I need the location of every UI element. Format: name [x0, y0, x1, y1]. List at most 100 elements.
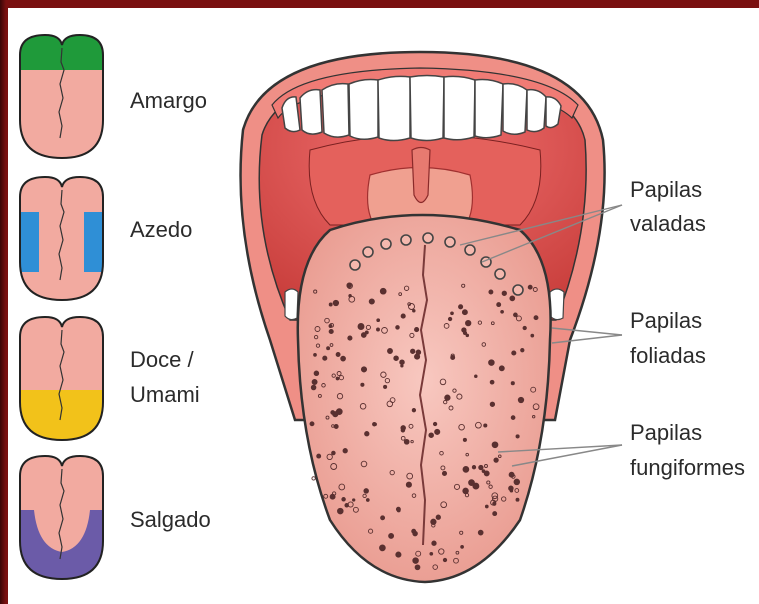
fungiform-papilla: [429, 433, 434, 438]
fungiform-papilla: [327, 347, 330, 350]
fungiform-papilla: [384, 385, 387, 388]
fungiform-papilla: [329, 325, 332, 328]
fungiform-papilla: [330, 494, 335, 499]
label-azedo: Azedo: [130, 212, 192, 248]
fungiform-papilla: [511, 382, 514, 385]
fungiform-papilla: [348, 336, 352, 340]
fungiform-papilla: [343, 449, 347, 453]
taste-map-azedo: [15, 177, 108, 300]
bitter-zone: [15, 30, 110, 70]
fungiform-papilla: [490, 402, 494, 406]
sour-zone-left: [15, 212, 39, 272]
fungiform-papilla: [338, 508, 344, 514]
fungiform-papilla: [365, 331, 368, 334]
fungiform-papilla: [377, 328, 380, 331]
vallate-papilla: [381, 239, 391, 249]
fungiform-papilla: [312, 380, 317, 385]
sweet-zone: [15, 390, 110, 445]
fungiform-papilla: [521, 349, 524, 352]
fungiform-papilla: [388, 349, 393, 354]
fungiform-papilla: [353, 499, 355, 501]
vallate-papilla: [495, 269, 505, 279]
taste-map-amargo: [15, 30, 110, 158]
fungiform-papilla: [472, 466, 475, 469]
fungiform-papilla: [334, 425, 338, 429]
fungiform-papilla: [514, 313, 518, 317]
fungiform-papilla: [516, 435, 519, 438]
fungiform-papilla: [314, 371, 319, 376]
label-doce-line2: Umami: [130, 377, 200, 413]
fungiform-papilla: [406, 482, 411, 487]
fungiform-papilla: [528, 285, 532, 289]
fungiform-papilla: [451, 356, 455, 360]
fungiform-papilla: [333, 300, 338, 305]
fungiform-papilla: [534, 316, 538, 320]
fungiform-papilla: [461, 546, 464, 549]
fungiform-papilla: [358, 324, 364, 330]
fungiform-papilla: [377, 319, 380, 322]
lower-left-tooth: [285, 289, 298, 320]
label-papilas-fungiformes-2: fungiformes: [630, 450, 745, 486]
fungiform-papilla: [323, 356, 327, 360]
label-salgado: Salgado: [130, 502, 211, 538]
fungiform-papilla: [430, 552, 433, 555]
fungiform-papilla: [512, 351, 516, 355]
fungiform-papilla: [510, 296, 515, 301]
fungiform-papilla: [492, 442, 498, 448]
fungiform-papilla: [509, 486, 514, 491]
fungiform-papilla: [317, 454, 321, 458]
fungiform-papilla: [413, 309, 416, 312]
fungiform-papilla: [312, 477, 315, 480]
fungiform-papilla: [466, 334, 469, 337]
fungiform-papilla: [396, 507, 400, 511]
fungiform-papilla: [331, 411, 335, 415]
fungiform-papilla: [314, 354, 317, 357]
fungiform-papilla: [462, 310, 467, 315]
vallate-papilla: [445, 237, 455, 247]
fungiform-papilla: [499, 366, 504, 371]
fungiform-papilla: [369, 299, 374, 304]
fungiform-papilla: [494, 458, 498, 462]
fungiform-papilla: [432, 541, 436, 545]
fungiform-papilla: [436, 515, 440, 519]
fungiform-papilla: [479, 465, 483, 469]
fungiform-papilla: [445, 395, 450, 400]
fungiform-papilla: [442, 471, 446, 475]
fungiform-papilla: [497, 303, 501, 307]
taste-map-doce: [15, 317, 110, 445]
fungiform-papilla: [394, 356, 399, 361]
fungiform-papilla: [493, 512, 497, 516]
fungiform-papilla: [332, 451, 336, 455]
fungiform-papilla: [493, 502, 496, 505]
fungiform-papilla: [329, 303, 332, 306]
taste-map-salgado: [10, 456, 115, 590]
fungiform-papilla: [433, 422, 436, 425]
fungiform-papilla: [501, 310, 504, 313]
fungiform-papilla: [341, 356, 346, 361]
vallate-papilla: [423, 233, 433, 243]
fungiform-papilla: [489, 290, 493, 294]
fungiform-papilla: [516, 498, 519, 501]
fungiform-papilla: [412, 529, 416, 533]
fungiform-papilla: [415, 354, 420, 359]
fungiform-papilla: [349, 294, 352, 297]
fungiform-papilla: [389, 533, 394, 538]
fungiform-papilla: [342, 498, 346, 502]
fungiform-papilla: [484, 424, 487, 427]
fungiform-papilla: [336, 377, 339, 380]
fungiform-papilla: [396, 552, 401, 557]
fungiform-papilla: [413, 558, 419, 564]
fungiform-papilla: [411, 349, 415, 353]
fungiform-papilla: [404, 439, 409, 444]
label-papilas-foliadas-1: Papilas: [630, 303, 702, 339]
fungiform-papilla: [364, 489, 369, 494]
fungiform-papilla: [381, 516, 385, 520]
vallate-papilla: [401, 235, 411, 245]
fungiform-papilla: [415, 565, 420, 570]
vallate-papilla: [363, 247, 373, 257]
fungiform-papilla: [401, 314, 405, 318]
fungiform-papilla: [401, 365, 403, 367]
label-amargo: Amargo: [130, 83, 207, 119]
fungiform-papilla: [463, 467, 469, 473]
